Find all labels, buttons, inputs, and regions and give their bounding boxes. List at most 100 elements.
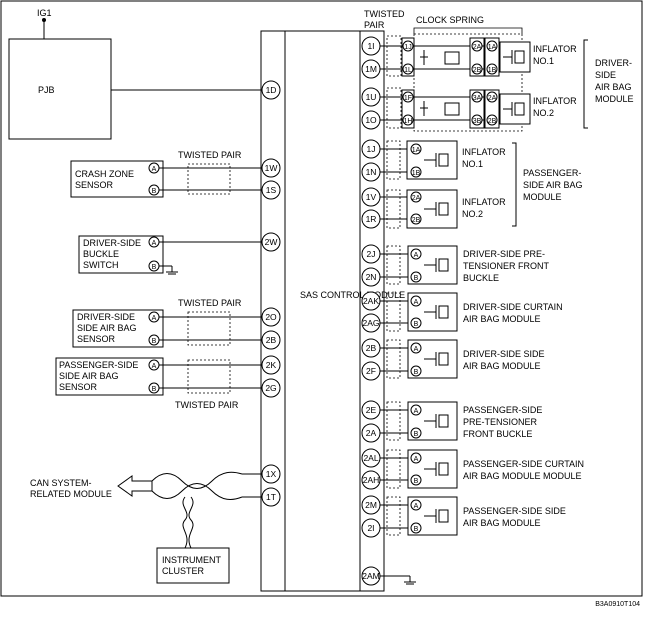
- svg-text:2E: 2E: [366, 405, 377, 415]
- svg-text:B: B: [414, 526, 419, 533]
- pin-2F: 2F: [361, 361, 381, 381]
- diagram-frame: [0, 0, 643, 597]
- svg-text:B: B: [152, 386, 157, 393]
- ig1-label: IG1: [37, 8, 52, 18]
- svg-text:A: A: [414, 299, 419, 306]
- drv-pretensioner-wiring: A B: [380, 245, 458, 285]
- svg-text:1S: 1S: [266, 185, 277, 195]
- can-arrow-icon: [117, 475, 153, 497]
- svg-text:1F: 1F: [404, 95, 412, 102]
- svg-text:1A: 1A: [488, 44, 497, 51]
- pas-curtain-wiring: A B: [380, 449, 458, 489]
- pin-1R: 1R: [361, 209, 381, 229]
- driver-airbag-wiring: 1J 1L 1F 1H 2A 2B 3A 3B 1A 1B 2A 2B: [380, 37, 531, 129]
- pin-1X: 1X: [261, 464, 281, 484]
- drv-curtain-wiring: A B: [380, 292, 458, 332]
- svg-text:2B: 2B: [488, 118, 497, 125]
- svg-text:2B: 2B: [366, 343, 377, 353]
- svg-text:2AM: 2AM: [362, 571, 379, 581]
- clock-spring-label: CLOCK SPRING: [416, 15, 484, 25]
- pin-2E: 2E: [361, 400, 381, 420]
- pin-1U: 1U: [361, 87, 381, 107]
- drv-side-sensor-box: [72, 309, 164, 348]
- pin-1M: 1M: [361, 59, 381, 79]
- svg-text:3A: 3A: [473, 95, 482, 102]
- svg-text:2AK: 2AK: [363, 296, 379, 306]
- svg-text:1D: 1D: [266, 85, 277, 95]
- svg-text:1A: 1A: [412, 147, 421, 154]
- ground-symbol: [166, 266, 178, 275]
- pin-2AG: 2AG: [361, 313, 381, 333]
- device-rows: A B A B A B A B: [380, 245, 458, 536]
- svg-text:2J: 2J: [367, 249, 376, 259]
- right-pins: 1I 1M 1U 1O 1J 1N 1V 1R 2J 2N 2AK 2AG 2B…: [361, 36, 381, 586]
- passenger-airbag-wiring: 1A 1B 2A 2B: [380, 140, 458, 229]
- svg-text:2M: 2M: [365, 500, 377, 510]
- ground-symbol-2am: [404, 576, 416, 585]
- svg-text:1I: 1I: [367, 41, 374, 51]
- svg-text:2AG: 2AG: [362, 318, 379, 328]
- svg-text:A: A: [414, 456, 419, 463]
- pin-2B-left: 2B: [261, 330, 281, 350]
- pin-2K: 2K: [261, 355, 281, 375]
- pin-1S: 1S: [261, 180, 281, 200]
- svg-text:2AL: 2AL: [363, 453, 378, 463]
- svg-text:A: A: [414, 503, 419, 510]
- svg-text:2AH: 2AH: [363, 475, 380, 485]
- pin-2AM: 2AM: [361, 566, 381, 586]
- svg-text:2B: 2B: [266, 335, 277, 345]
- svg-text:3B: 3B: [473, 118, 482, 125]
- pin-2G: 2G: [261, 378, 281, 398]
- pin-2B-right: 2B: [361, 338, 381, 358]
- pin-1D: 1D: [261, 80, 281, 100]
- svg-text:1B: 1B: [488, 67, 497, 74]
- twisted-pair-side1-label: TWISTED PAIR: [178, 298, 242, 308]
- svg-text:A: A: [152, 363, 157, 370]
- svg-text:2G: 2G: [265, 383, 276, 393]
- svg-text:1T: 1T: [266, 492, 276, 502]
- pas-pretensioner-wiring: A B: [380, 401, 458, 441]
- sas-module-label: SAS CONTROL MODULE: [300, 290, 405, 300]
- pin-2AL: 2AL: [361, 448, 381, 468]
- pin-1O: 1O: [361, 110, 381, 130]
- pin-2W: 2W: [261, 232, 281, 252]
- svg-text:2I: 2I: [367, 523, 374, 533]
- svg-text:2A: 2A: [473, 44, 482, 51]
- svg-text:1L: 1L: [404, 67, 412, 74]
- svg-text:2A: 2A: [412, 195, 421, 202]
- instrument-cluster-box: [156, 547, 230, 584]
- pjb-box: [8, 38, 112, 140]
- pin-2M: 2M: [361, 495, 381, 515]
- svg-text:2A: 2A: [488, 95, 497, 102]
- left-pins: 1D 1W 1S 2W 2O 2B 2K 2G 1X 1T: [261, 80, 281, 507]
- pin-1T: 1T: [261, 487, 281, 507]
- svg-text:2W: 2W: [265, 237, 278, 247]
- svg-text:1V: 1V: [366, 192, 377, 202]
- figure-code: B3A0910T104: [595, 601, 640, 608]
- svg-text:1O: 1O: [365, 115, 377, 125]
- svg-text:B: B: [414, 431, 419, 438]
- svg-text:A: A: [414, 346, 419, 353]
- svg-text:2O: 2O: [265, 312, 277, 322]
- svg-text:B: B: [152, 188, 157, 195]
- svg-text:1M: 1M: [365, 64, 377, 74]
- svg-text:B: B: [152, 338, 157, 345]
- svg-text:B: B: [152, 264, 157, 271]
- crash-zone-sensor-box: [70, 160, 164, 198]
- pin-2AK: 2AK: [361, 291, 381, 311]
